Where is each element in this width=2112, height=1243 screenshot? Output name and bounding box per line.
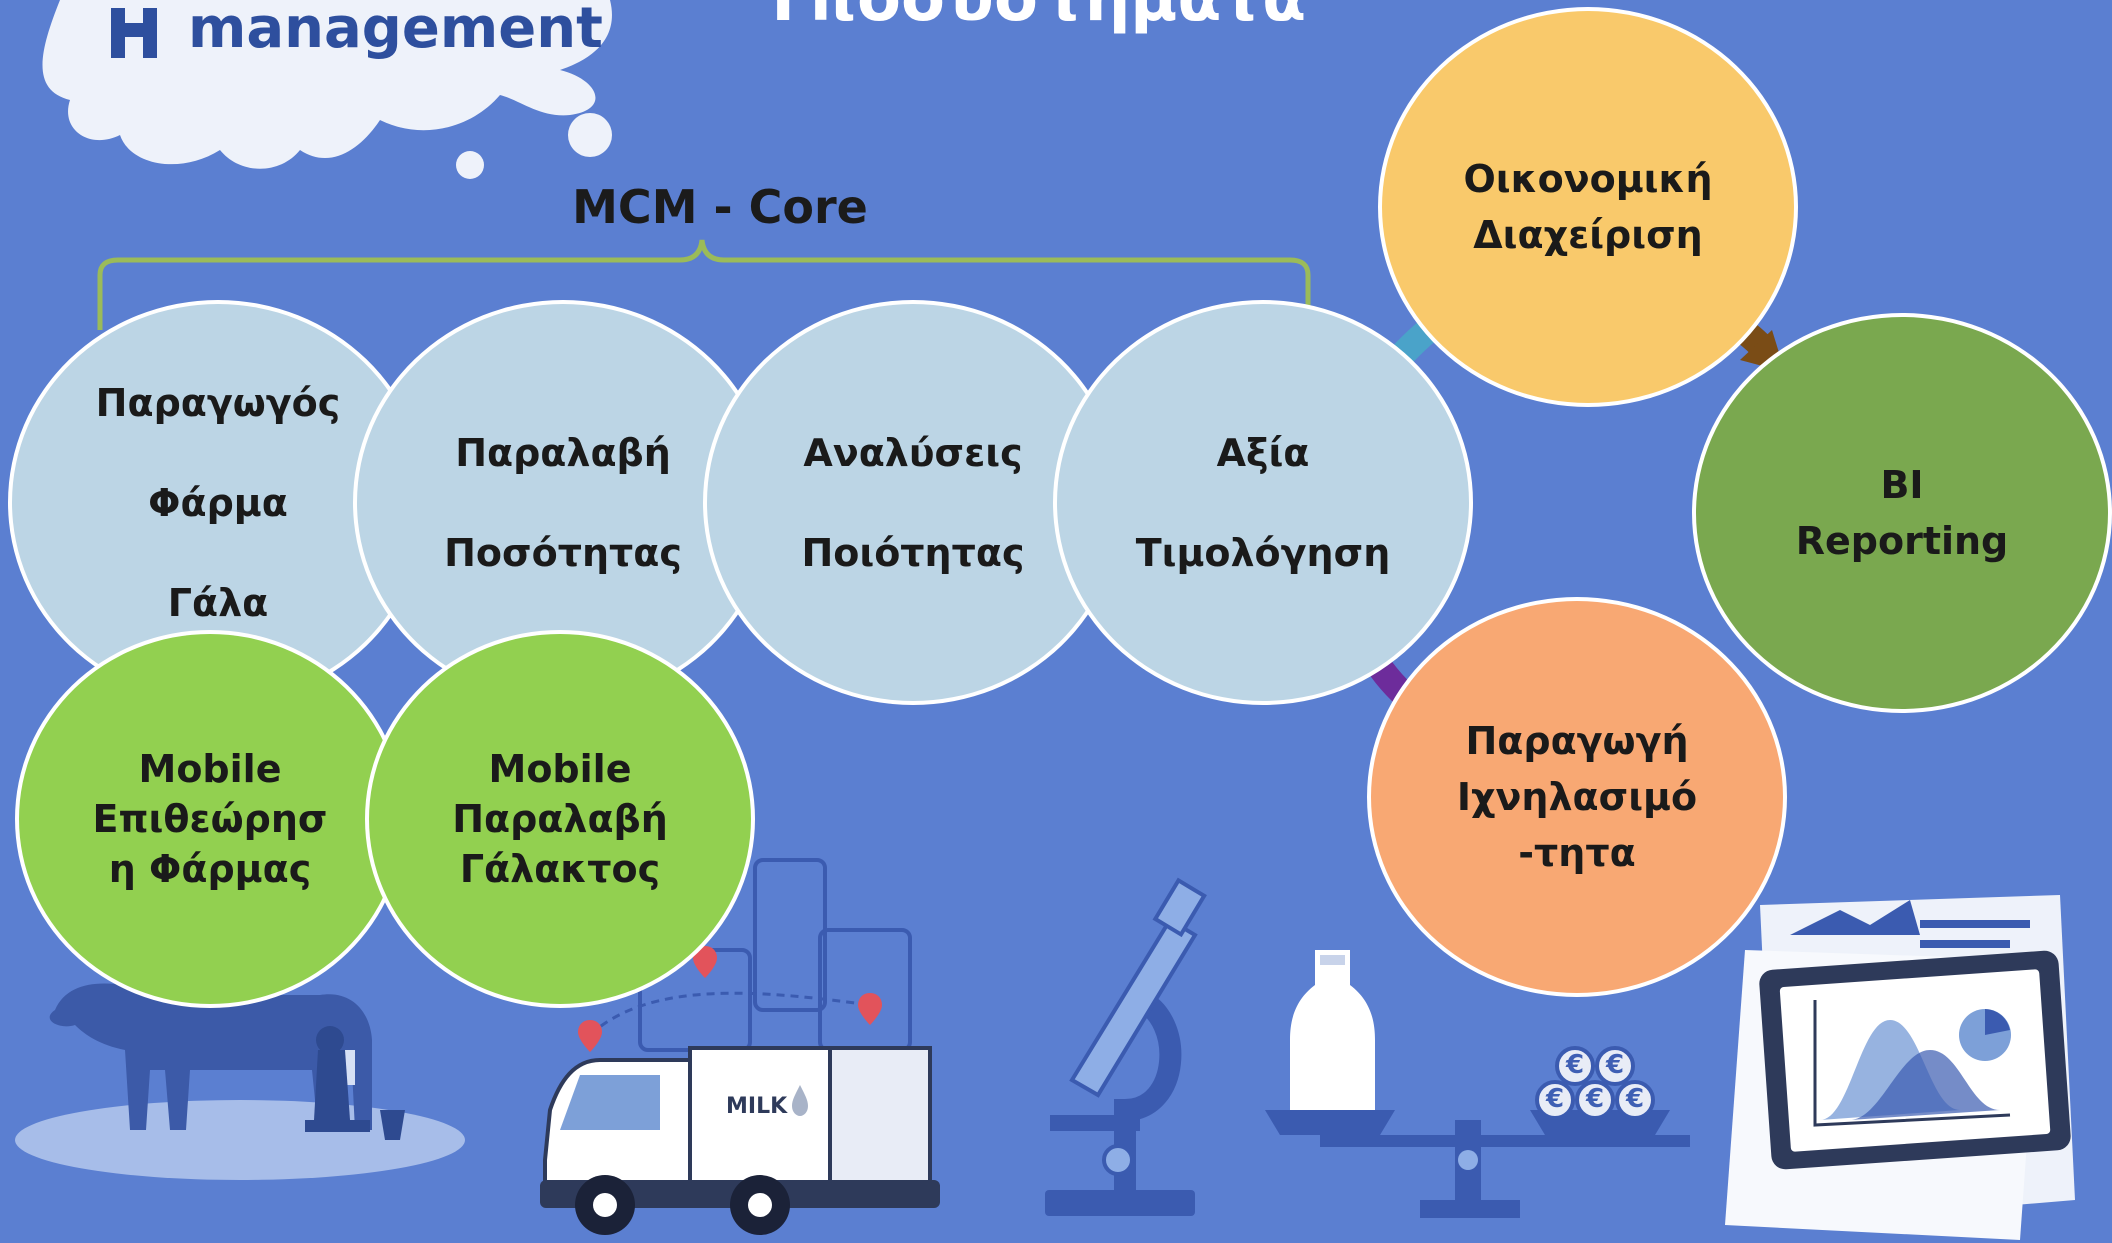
module-line: Παραγωγή: [1465, 719, 1689, 763]
slide-title: Υποσυστήματα: [760, 0, 1306, 36]
module-mobile-milk-receipt[interactable]: Mobile Παραλαβή Γάλακτος: [365, 630, 755, 1008]
module-line: BI: [1880, 463, 1924, 507]
module-line: Αναλύσεις: [803, 430, 1023, 475]
scale-illustration: [1265, 950, 1690, 1218]
truck-milk-label: MILK: [726, 1094, 788, 1119]
module-production-traceability[interactable]: Παραγωγή Ιχνηλασιμό -τητα: [1367, 597, 1787, 997]
coin-symbol: €: [1626, 1084, 1645, 1114]
module-line: η Φάρμας: [108, 847, 312, 891]
module-line: Τιμολόγηση: [1135, 530, 1391, 575]
module-line: Γάλακτος: [459, 847, 661, 891]
module-line: Γάλα: [167, 580, 269, 625]
analytics-illustration: [1725, 895, 2075, 1240]
module-line: Επιθεώρησ: [92, 797, 328, 841]
module-financial-management[interactable]: Οικονομική Διαχείριση: [1378, 7, 1798, 407]
module-line: Παραλαβή: [455, 430, 671, 475]
module-line: Mobile: [488, 747, 632, 791]
coin-symbol: €: [1606, 1050, 1625, 1080]
module-line: Διαχείριση: [1473, 213, 1703, 257]
module-line: Παραλαβή: [452, 797, 668, 841]
module-line: Ποσότητας: [444, 530, 682, 575]
coin-symbol: €: [1586, 1084, 1605, 1114]
module-line: Mobile: [138, 747, 282, 791]
core-group-label: MCM - Core: [572, 180, 868, 234]
module-line: Αξία: [1216, 430, 1310, 475]
logo-splash: [42, 0, 612, 179]
module-line: Ιχνηλασιμό: [1456, 775, 1698, 819]
module-line: Reporting: [1795, 519, 2009, 563]
truck-illustration: [540, 858, 940, 1235]
coin-symbol: €: [1546, 1084, 1565, 1114]
module-value-invoicing[interactable]: Αξία Τιμολόγηση: [1053, 300, 1473, 705]
module-bi-reporting[interactable]: BI Reporting: [1692, 313, 2112, 713]
logo-text: management: [188, 0, 603, 61]
coin-symbol: €: [1566, 1050, 1585, 1080]
module-line: Οικονομική: [1463, 157, 1713, 201]
microscope-illustration: [1045, 877, 1207, 1216]
module-line: -τητα: [1518, 831, 1636, 875]
module-line: Φάρμα: [148, 480, 288, 525]
core-group-bracket: [97, 239, 1311, 335]
module-line: Παραγωγός: [95, 380, 341, 425]
cow-illustration: [15, 983, 465, 1180]
module-line: Ποιότητας: [801, 530, 1025, 575]
module-mobile-farm-inspection[interactable]: Mobile Επιθεώρησ η Φάρμας: [15, 630, 405, 1008]
